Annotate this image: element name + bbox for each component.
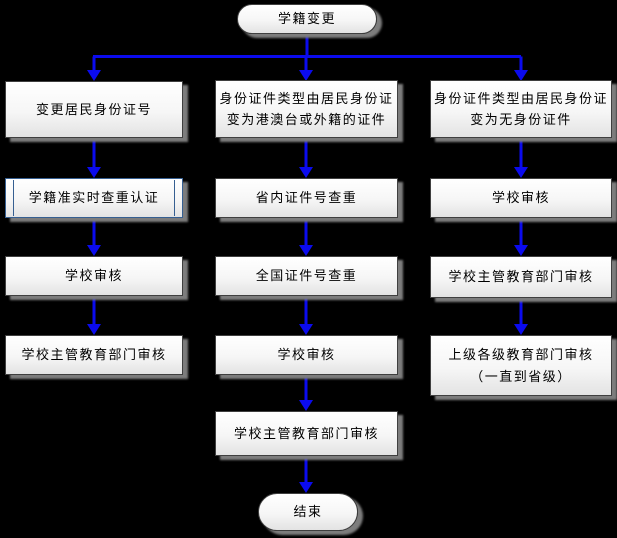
- node-higher-education-dept-review-up-to-province: 上级各级教育部门审核 （一直到省级）: [430, 335, 612, 396]
- node-label: 学籍准实时查重认证: [28, 190, 160, 206]
- node-label: 学校主管教育部门审核: [233, 425, 379, 441]
- node-label: 学校审核: [64, 268, 123, 284]
- node-school-review-middle: 学校审核: [215, 335, 398, 375]
- node-label: 身份证件类型由居民身份证 变为无身份证件: [433, 90, 608, 127]
- node-school-review-right: 学校审核: [430, 178, 612, 218]
- node-label: 学校主管教育部门审核: [21, 347, 167, 363]
- node-id-type-change-to-hmt-foreign: 身份证件类型由居民身份证 变为港澳台或外籍的证件: [215, 80, 398, 138]
- end-node-label: 结束: [293, 504, 323, 520]
- node-id-type-change-to-no-id: 身份证件类型由居民身份证 变为无身份证件: [430, 80, 612, 138]
- node-school-education-dept-review-left: 学校主管教育部门审核: [5, 335, 183, 375]
- node-label: 学校审核: [491, 190, 550, 206]
- node-label: 上级各级教育部门审核 （一直到省级）: [448, 347, 594, 384]
- node-school-review-left: 学校审核: [5, 256, 183, 296]
- node-label: 学校主管教育部门审核: [448, 269, 594, 285]
- end-node: 结束: [258, 493, 358, 531]
- node-school-education-dept-review-middle: 学校主管教育部门审核: [215, 411, 398, 456]
- start-node: 学籍变更: [237, 4, 377, 34]
- node-national-id-duplicate-check: 全国证件号查重: [215, 256, 398, 296]
- node-label: 省内证件号查重: [255, 190, 358, 206]
- node-school-education-dept-review-right: 学校主管教育部门审核: [430, 256, 612, 298]
- node-label: 变更居民身份证号: [35, 101, 152, 117]
- node-change-resident-id-number: 变更居民身份证号: [5, 81, 183, 138]
- node-realtime-duplicate-check-verification: 学籍准实时查重认证: [5, 178, 183, 218]
- node-label: 学校审核: [277, 347, 336, 363]
- node-label: 全国证件号查重: [255, 268, 358, 284]
- start-node-label: 学籍变更: [277, 11, 336, 27]
- node-province-id-duplicate-check: 省内证件号查重: [215, 178, 398, 218]
- node-label: 身份证件类型由居民身份证 变为港澳台或外籍的证件: [219, 90, 394, 127]
